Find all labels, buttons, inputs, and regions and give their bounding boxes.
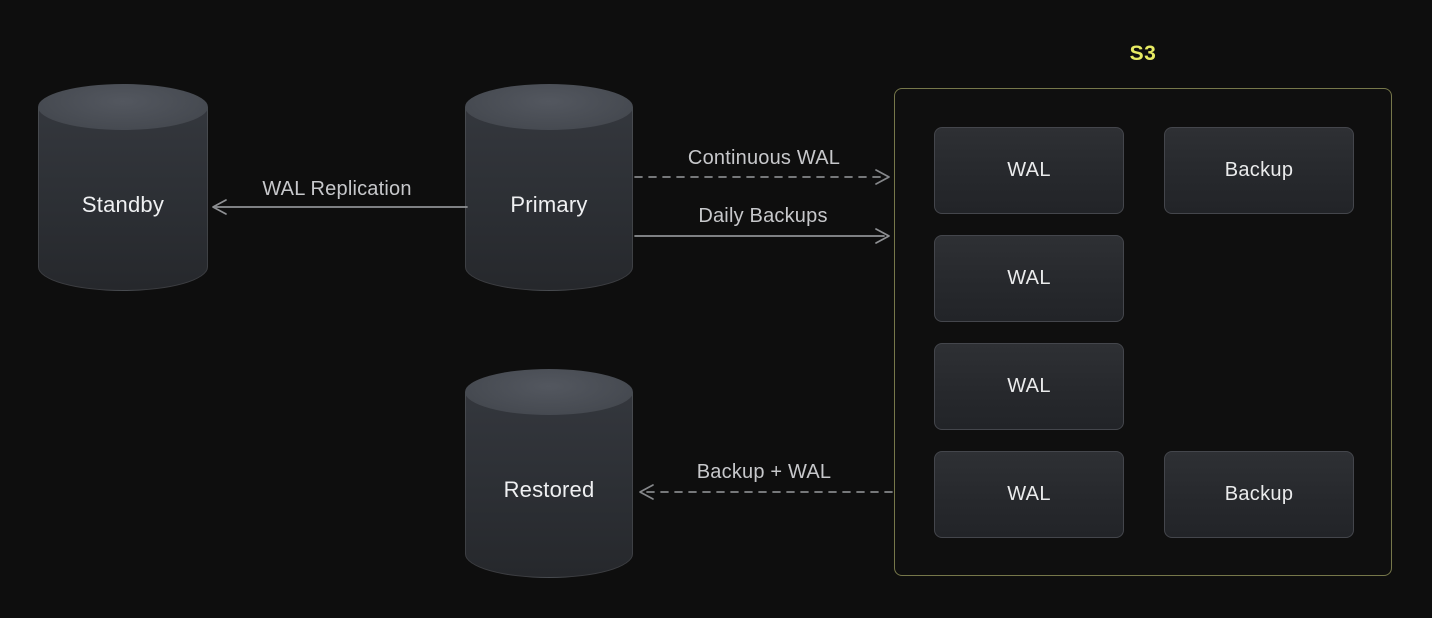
- wal-replication-arrow: [212, 199, 468, 215]
- s3-container: WAL Backup WAL WAL WAL Backup: [894, 88, 1392, 576]
- continuous-wal-arrow-label: Continuous WAL: [687, 147, 841, 169]
- node-restored-label: Restored: [503, 477, 595, 502]
- s3-item-wal-1: WAL: [934, 127, 1124, 214]
- backup-plus-wal-arrow-label: Backup + WAL: [696, 461, 832, 483]
- node-standby-database: Standby: [38, 84, 208, 291]
- s3-item-backup-2: Backup: [1164, 451, 1354, 538]
- backup-plus-wal-arrow: [639, 484, 893, 500]
- continuous-wal-arrow: [634, 169, 890, 185]
- cylinder-top-ellipse: [38, 84, 208, 130]
- s3-item-backup-1: Backup: [1164, 127, 1354, 214]
- node-primary-database: Primary: [465, 84, 633, 291]
- cylinder-body: [465, 107, 633, 291]
- node-standby-label: Standby: [81, 192, 165, 217]
- node-restored-database: Restored: [465, 369, 633, 578]
- s3-item-wal-3: WAL: [934, 343, 1124, 430]
- cylinder-top-ellipse: [465, 369, 633, 415]
- cylinder-body: [465, 392, 633, 578]
- node-primary-label: Primary: [510, 192, 588, 217]
- s3-title: S3: [1129, 42, 1157, 65]
- cylinder-body: [38, 107, 208, 291]
- daily-backups-arrow-label: Daily Backups: [698, 205, 828, 227]
- s3-item-wal-4: WAL: [934, 451, 1124, 538]
- wal-replication-arrow-label: WAL Replication: [262, 178, 412, 200]
- s3-item-wal-2: WAL: [934, 235, 1124, 322]
- cylinder-top-ellipse: [465, 84, 633, 130]
- daily-backups-arrow: [634, 228, 890, 244]
